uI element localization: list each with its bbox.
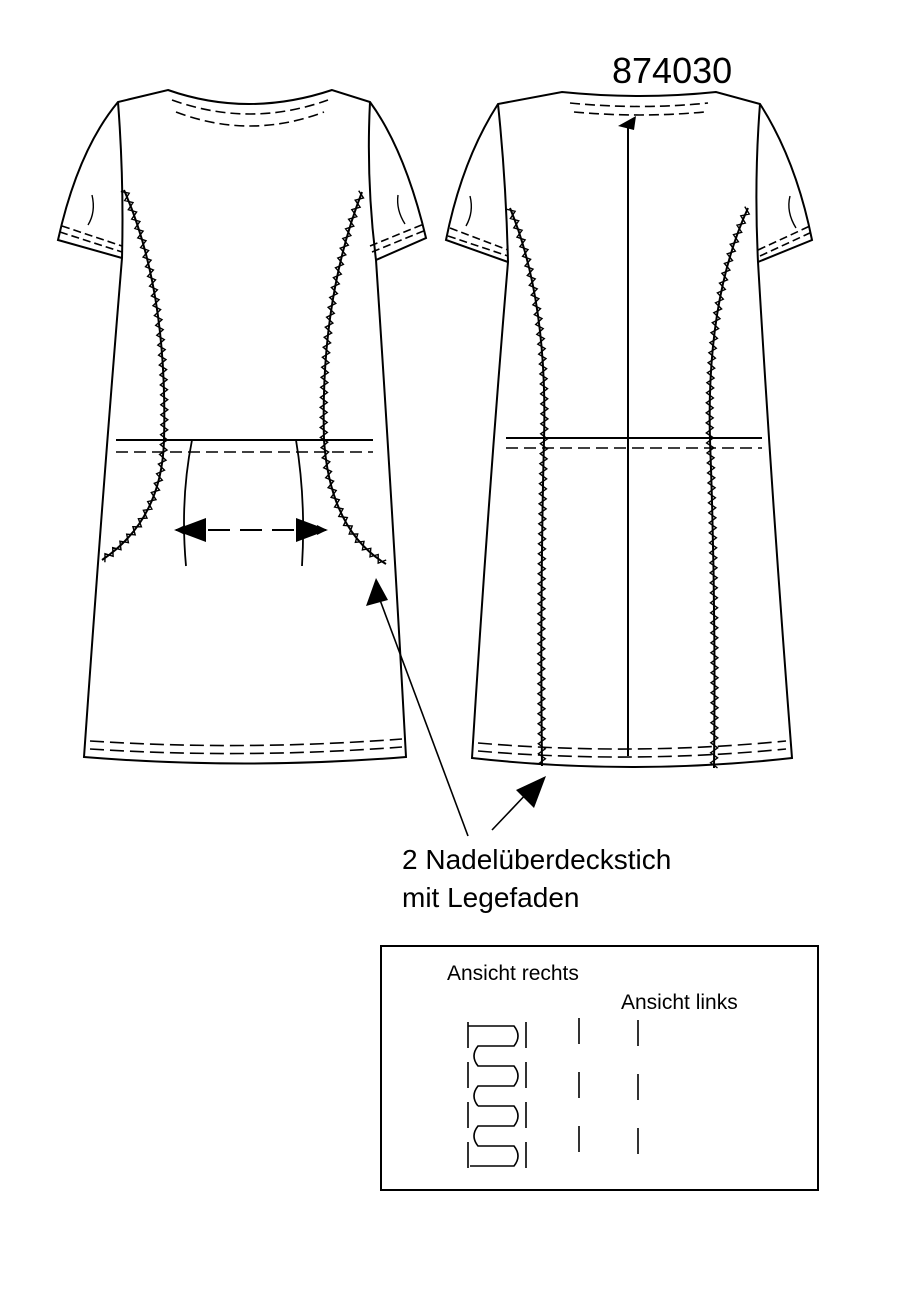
front-right-coverstitch [318,190,387,565]
back-neck-topstitch [569,102,709,116]
front-neck-topstitch [171,99,329,127]
back-right-armhole [755,103,761,263]
front-tie-left [183,439,193,567]
back-sleeve-fold-right [788,195,797,229]
front-sleeve-fold-right [396,194,406,225]
article-number: 874030 [612,50,733,91]
stitch-symbol-left [578,1018,639,1174]
front-left-sleeve-hem [59,225,123,253]
front-sleeve-fold-left [87,194,95,226]
back-hem-topstitch [477,740,787,758]
front-outline [56,88,428,765]
back-sleeve-fold-left [465,195,473,227]
callout-label-line2: mit Legefaden [402,882,580,913]
coverstitch-zigzags [104,190,751,769]
back-outline [444,90,814,768]
front-arrowhead-left [174,518,206,542]
zipper-pull-icon [618,116,636,130]
front-right-sleeve-hem [369,223,427,253]
front-left-princess-seam [101,189,166,561]
back-right-sleeve-hem [757,225,813,257]
legend-view-right-label: Ansicht rechts [447,962,579,985]
callout-leader-front [379,599,469,837]
stitch-legend-box [380,945,819,1191]
back-right-coverstitch [704,206,751,769]
back-left-coverstitch [506,208,550,765]
front-left-coverstitch [104,190,170,563]
stitch-symbol-right [467,1022,527,1174]
front-right-princess-seam [322,191,387,565]
legend-stitch-loop [468,1025,519,1167]
front-arrowhead-right [296,518,328,542]
front-tie-right [295,439,305,567]
front-left-armhole [117,101,124,259]
back-left-armhole [497,103,509,263]
back-left-sleeve-hem [447,227,509,257]
legend-view-left-label: Ansicht links [621,991,738,1014]
front-hem-topstitch [89,738,403,755]
callout-arrowhead-back [516,776,546,808]
callout-label-line1: 2 Nadelüberdeckstich [402,844,672,875]
back-view-dress [444,90,814,769]
callout-arrowhead-front [366,578,388,606]
front-right-armhole [367,101,377,261]
front-view-dress [56,88,428,765]
